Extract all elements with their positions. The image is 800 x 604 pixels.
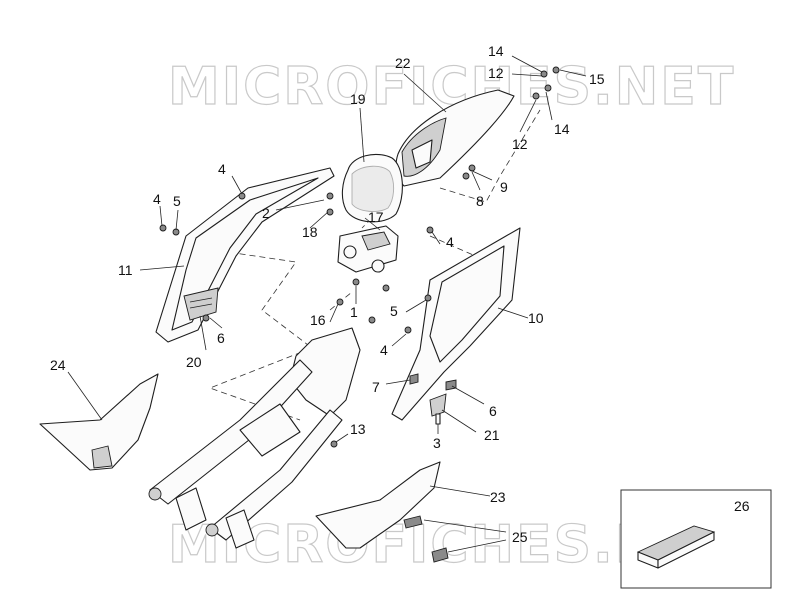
callout-12-right: 12	[512, 136, 528, 152]
callout-22: 22	[395, 55, 411, 71]
callout-1: 1	[350, 304, 358, 320]
part-23-right-lower-fairing	[315, 461, 441, 549]
callout-5-right: 5	[390, 303, 398, 319]
part-20-insert	[183, 287, 219, 321]
callout-4-right-upper: 4	[446, 234, 454, 250]
callout-20: 20	[186, 354, 202, 370]
callout-14-top: 14	[488, 43, 504, 59]
callout-5-left: 5	[173, 193, 181, 209]
callout-3: 3	[433, 435, 441, 451]
callout-2: 2	[262, 205, 270, 221]
callout-16: 16	[310, 312, 326, 328]
part-17-electrical-box	[337, 225, 399, 273]
part-10-right-side-panel	[391, 227, 521, 421]
callout-14-right: 14	[554, 121, 570, 137]
part-19-seat	[341, 153, 403, 223]
part-22-tail-cowl	[395, 89, 515, 187]
leader-lines	[67, 55, 587, 553]
callout-13: 13	[350, 421, 366, 437]
callouts: 22 19 4 4 5 2 18 17 11 4 5 4 10 7 6 21 3…	[50, 43, 750, 545]
callout-4-right-lower: 4	[380, 342, 388, 358]
callout-17: 17	[368, 209, 384, 225]
callout-9: 9	[500, 179, 508, 195]
part-25-screws	[403, 515, 449, 563]
callout-4-upper-left: 4	[218, 161, 226, 177]
callout-15: 15	[589, 71, 605, 87]
part-11-left-side-panel	[155, 167, 335, 343]
callout-6-left: 6	[217, 330, 225, 346]
callout-23: 23	[490, 489, 506, 505]
callout-24: 24	[50, 357, 66, 373]
callout-26: 26	[734, 498, 750, 514]
part-24-left-lower-fairing	[39, 373, 159, 471]
part-26-inset	[620, 489, 772, 589]
callout-8: 8	[476, 193, 484, 209]
callout-19: 19	[350, 91, 366, 107]
callout-7: 7	[372, 379, 380, 395]
part-16-rear-frame	[148, 327, 361, 549]
right-brackets	[409, 373, 457, 425]
callout-25: 25	[512, 529, 528, 545]
callout-4-left: 4	[153, 191, 161, 207]
callout-6-right: 6	[489, 403, 497, 419]
callout-12-top: 12	[488, 65, 504, 81]
callout-10: 10	[528, 310, 544, 326]
callout-11: 11	[118, 262, 133, 278]
callout-18: 18	[302, 224, 318, 240]
callout-21: 21	[484, 427, 500, 443]
